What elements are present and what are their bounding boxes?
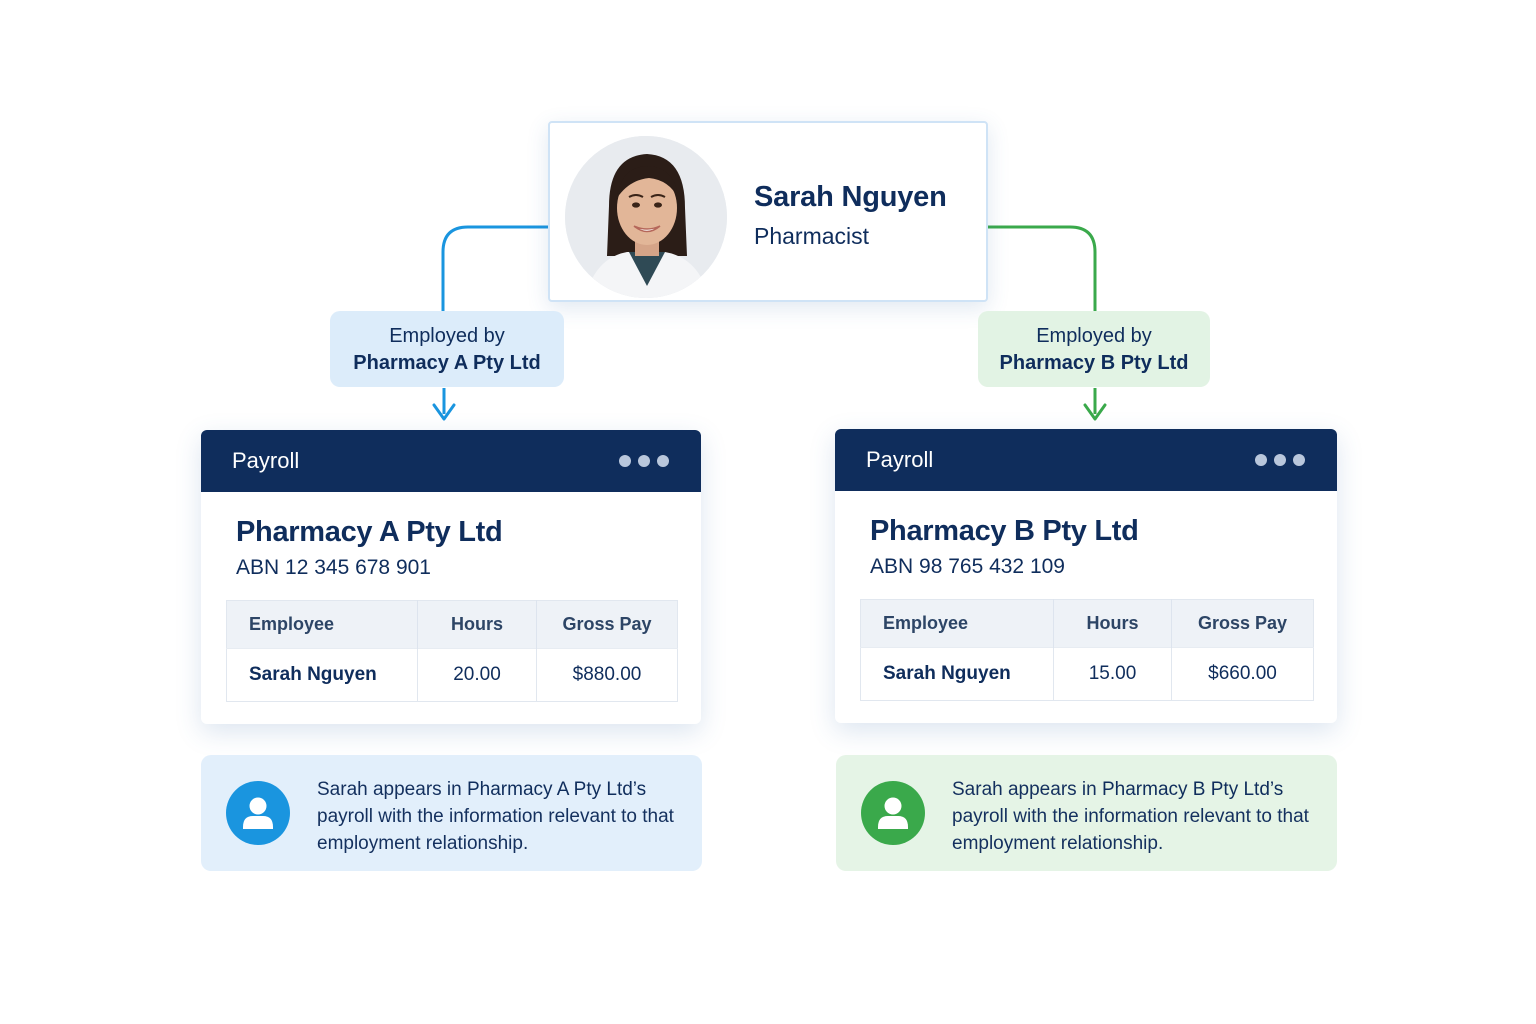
cell-employee: Sarah Nguyen <box>860 647 1054 701</box>
column-header-employee: Employee <box>860 599 1054 648</box>
employer-label-company: Pharmacy B Pty Ltd <box>999 352 1189 374</box>
info-company: Pharmacy A Pty Ltd’s <box>467 779 647 800</box>
employer-label-prefix: Employed by <box>1036 325 1152 347</box>
info-text-after: payroll with the information relevant to… <box>952 806 1309 854</box>
column-header-gross-pay: Gross Pay <box>536 600 678 649</box>
table-row[interactable]: Sarah Nguyen 15.00 $660.00 <box>860 647 1314 701</box>
payroll-title: Payroll <box>232 448 300 473</box>
profile-card: Sarah Nguyen Pharmacist <box>548 121 988 302</box>
company-name: Pharmacy A Pty Ltd <box>236 516 503 548</box>
avatar <box>565 136 727 298</box>
user-icon <box>226 781 290 845</box>
cell-hours: 15.00 <box>1053 647 1172 701</box>
dot <box>1274 454 1286 466</box>
info-text-before: Sarah appears in <box>952 779 1102 800</box>
payroll-header: Payroll <box>201 430 701 492</box>
info-company: Pharmacy B Pty Ltd’s <box>1102 779 1284 800</box>
portrait-image <box>565 136 727 298</box>
info-text: Sarah appears in Pharmacy A Pty Ltd’s pa… <box>317 776 687 857</box>
more-dots-icon[interactable] <box>619 455 669 467</box>
dot <box>657 455 669 467</box>
user-icon <box>861 781 925 845</box>
payroll-table: Employee Hours Gross Pay Sarah Nguyen 20… <box>226 600 678 702</box>
cell-gross-pay: $880.00 <box>536 648 678 702</box>
info-box-a: Sarah appears in Pharmacy A Pty Ltd’s pa… <box>201 755 702 871</box>
person-name: Sarah Nguyen <box>754 181 947 213</box>
column-header-hours: Hours <box>417 600 537 649</box>
payroll-window-b: Payroll Pharmacy B Pty Ltd ABN 98 765 43… <box>835 429 1337 723</box>
company-name: Pharmacy B Pty Ltd <box>870 515 1139 547</box>
cell-employee: Sarah Nguyen <box>226 648 418 702</box>
info-text: Sarah appears in Pharmacy B Pty Ltd’s pa… <box>952 776 1322 857</box>
column-header-gross-pay: Gross Pay <box>1171 599 1314 648</box>
payroll-title: Payroll <box>866 447 934 472</box>
payroll-window-a: Payroll Pharmacy A Pty Ltd ABN 12 345 67… <box>201 430 701 724</box>
employer-label-prefix: Employed by <box>389 325 505 347</box>
column-header-hours: Hours <box>1053 599 1172 648</box>
info-text-before: Sarah appears in <box>317 779 467 800</box>
cell-gross-pay: $660.00 <box>1171 647 1314 701</box>
more-dots-icon[interactable] <box>1255 454 1305 466</box>
dot <box>1293 454 1305 466</box>
payroll-table: Employee Hours Gross Pay Sarah Nguyen 15… <box>860 599 1314 701</box>
company-abn: ABN 12 345 678 901 <box>236 556 431 579</box>
person-role: Pharmacist <box>754 223 870 249</box>
dot <box>638 455 650 467</box>
column-header-employee: Employee <box>226 600 418 649</box>
cell-hours: 20.00 <box>417 648 537 702</box>
dot <box>619 455 631 467</box>
table-header-row: Employee Hours Gross Pay <box>860 599 1314 648</box>
dot <box>1255 454 1267 466</box>
employer-label-company: Pharmacy A Pty Ltd <box>353 352 541 374</box>
arrow-down-icon <box>1083 403 1107 421</box>
info-text-after: payroll with the information relevant to… <box>317 806 674 854</box>
info-box-b: Sarah appears in Pharmacy B Pty Ltd’s pa… <box>836 755 1337 871</box>
employer-label-a: Employed by Pharmacy A Pty Ltd <box>330 311 564 387</box>
connector-line-b <box>988 225 1097 311</box>
table-row[interactable]: Sarah Nguyen 20.00 $880.00 <box>226 648 678 702</box>
arrow-down-icon <box>432 403 456 421</box>
employer-label-b: Employed by Pharmacy B Pty Ltd <box>978 311 1210 387</box>
payroll-header: Payroll <box>835 429 1337 491</box>
connector-line-a <box>441 225 548 311</box>
table-header-row: Employee Hours Gross Pay <box>226 600 678 649</box>
company-abn: ABN 98 765 432 109 <box>870 555 1065 578</box>
